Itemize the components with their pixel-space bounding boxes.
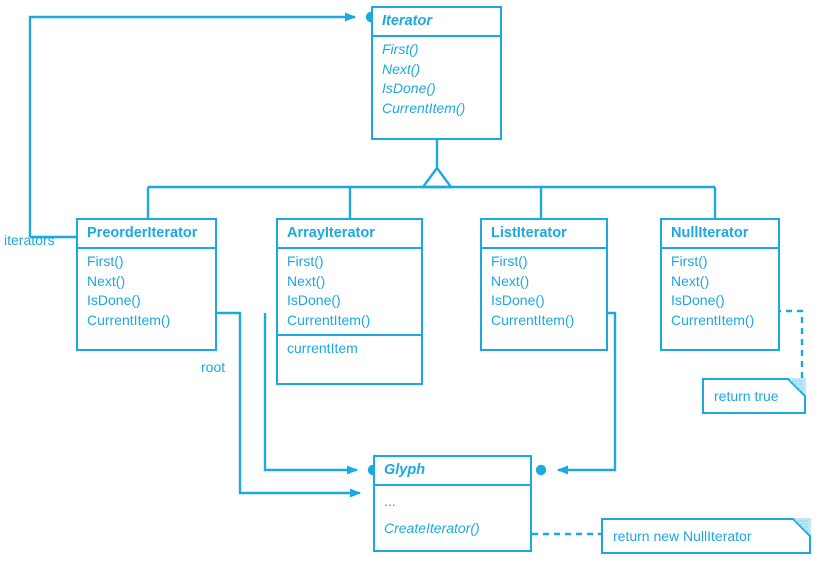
operation-first: First()	[87, 253, 124, 269]
class-box-arrayiterator[interactable]: ArrayIterator First() Next() IsDone() Cu…	[276, 218, 423, 385]
note-text: return true	[714, 388, 779, 404]
operation-next: Next()	[87, 272, 126, 289]
class-title-arrayiterator: ArrayIterator	[287, 225, 375, 241]
class-title-listiterator: ListIterator	[491, 225, 567, 241]
operation-ellipsis: ...	[384, 493, 396, 509]
operation-currentitem: CurrentItem()	[287, 311, 371, 328]
class-operations-glyph: ... CreateIterator()	[375, 484, 530, 542]
operation-isdone: IsDone()	[87, 292, 141, 308]
operation-isdone: IsDone()	[382, 80, 436, 96]
generalization-bus	[146, 140, 717, 218]
class-title-preorderiterator: PreorderIterator	[87, 225, 198, 241]
operation-first: First()	[491, 253, 528, 269]
class-title-glyph: Glyph	[384, 462, 426, 478]
operation-next: Next()	[287, 272, 326, 289]
class-box-preorderiterator[interactable]: PreorderIterator First() Next() IsDone()…	[76, 218, 217, 351]
class-box-listiterator[interactable]: ListIterator First() Next() IsDone() Cur…	[480, 218, 608, 351]
operation-createiterator: CreateIterator()	[384, 519, 480, 536]
operation-isdone: IsDone()	[287, 292, 341, 308]
note-fold-corner-icon	[787, 378, 806, 397]
attribute-currentitem: currentItem	[287, 340, 358, 356]
association-iterators	[28, 11, 377, 239]
class-title-nulliterator: NullIterator	[671, 225, 749, 241]
operation-currentitem: CurrentItem()	[671, 311, 755, 328]
operation-first: First()	[382, 41, 419, 57]
class-operations-arrayiterator: First() Next() IsDone() CurrentItem()	[278, 247, 421, 334]
note-return-true[interactable]: return true	[702, 378, 806, 414]
class-title-iterator: Iterator	[382, 13, 432, 29]
note-return-new-nulliterator[interactable]: return new NullIterator	[601, 518, 811, 554]
class-operations-listiterator: First() Next() IsDone() CurrentItem()	[482, 247, 606, 334]
association-listiterator-glyph	[535, 311, 617, 476]
note-fold-corner-icon	[792, 518, 811, 537]
edge-label-iterators: iterators	[4, 232, 55, 248]
class-box-nulliterator[interactable]: NullIterator First() Next() IsDone() Cur…	[660, 218, 780, 351]
operation-currentitem: CurrentItem()	[87, 311, 171, 328]
class-operations-nulliterator: First() Next() IsDone() CurrentItem()	[662, 247, 778, 334]
association-root	[216, 311, 361, 498]
operation-next: Next()	[382, 60, 421, 77]
note-text: return new NullIterator	[613, 528, 752, 544]
operation-isdone: IsDone()	[491, 292, 545, 308]
class-box-glyph[interactable]: Glyph ... CreateIterator()	[373, 455, 532, 552]
class-attributes-arrayiterator: currentItem	[278, 334, 421, 363]
class-operations-preorderiterator: First() Next() IsDone() CurrentItem()	[78, 247, 215, 334]
aggregation-dot-glyph-right	[535, 464, 547, 476]
operation-next: Next()	[491, 272, 530, 289]
operation-isdone: IsDone()	[671, 292, 725, 308]
edge-label-root: root	[201, 359, 226, 375]
operation-currentitem: CurrentItem()	[382, 99, 466, 116]
class-operations-iterator: First() Next() IsDone() CurrentItem()	[373, 35, 500, 122]
operation-currentitem: CurrentItem()	[491, 311, 575, 328]
operation-first: First()	[287, 253, 324, 269]
operation-first: First()	[671, 253, 708, 269]
operation-next: Next()	[671, 272, 710, 289]
class-box-iterator[interactable]: Iterator First() Next() IsDone() Current…	[371, 6, 502, 140]
